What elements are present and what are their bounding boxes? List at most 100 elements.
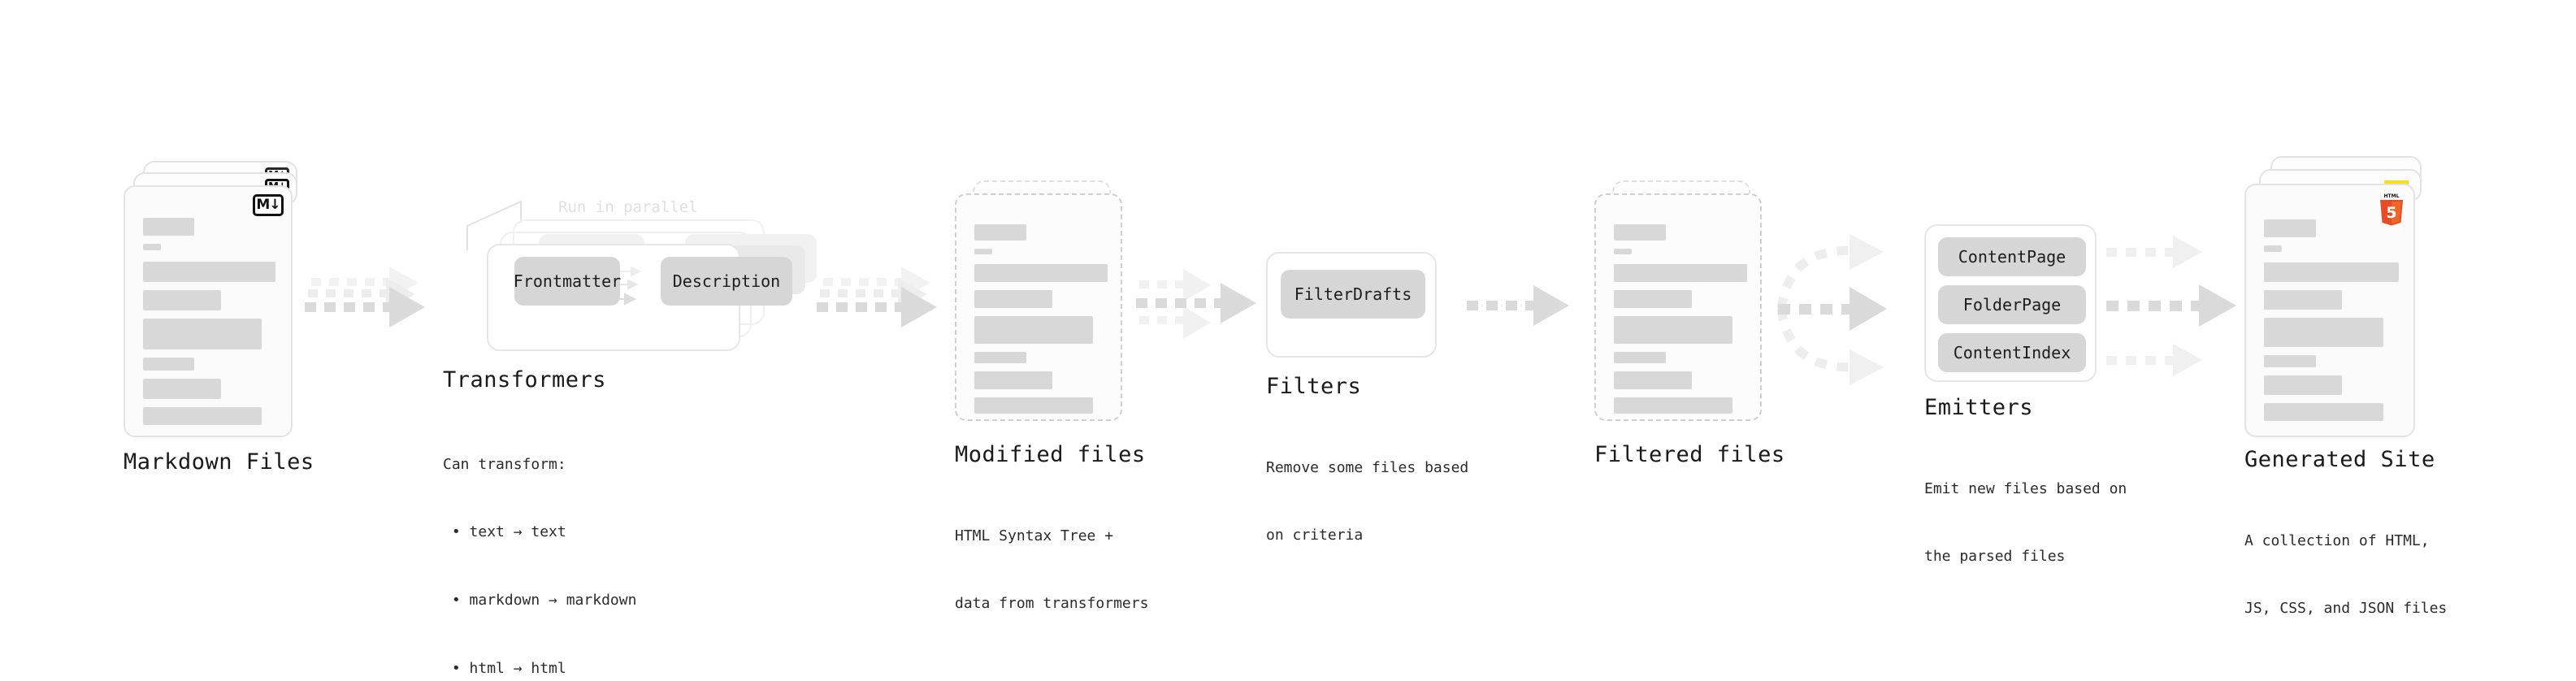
placeholder-bar — [974, 290, 1052, 308]
placeholder-bar — [2264, 245, 2282, 252]
subtitle-line: the parsed files — [1924, 548, 2066, 566]
markdown-badge: M↓ — [253, 194, 284, 216]
transformer-pill-frontmatter[interactable]: Frontmatter — [513, 257, 622, 306]
placeholder-bar — [974, 352, 1026, 363]
placeholder-bar — [1614, 371, 1692, 389]
stage-filtered-files: Filtered files — [1594, 180, 1785, 467]
run-in-parallel-label: Run in parallel — [558, 198, 698, 216]
stage-markdown-files: M↓ M↓ M↓ Markdown Files — [124, 161, 314, 475]
subtitle-line: JS, CSS, and JSON files — [2244, 600, 2448, 618]
placeholder-bar — [143, 319, 262, 349]
modified-card — [955, 193, 1122, 421]
svg-text:HTML: HTML — [2384, 193, 2400, 199]
markdown-placeholder-bars — [143, 218, 275, 433]
markdown-card-stack: M↓ M↓ M↓ — [124, 161, 310, 437]
placeholder-bar — [2264, 375, 2342, 395]
placeholder-bar — [2264, 290, 2342, 310]
placeholder-bar — [974, 371, 1052, 389]
placeholder-bar — [974, 264, 1108, 282]
stage-title-transformers: Transformers — [443, 367, 607, 393]
stage-subtitle-filters: Remove some files based on criteria — [1266, 411, 1468, 592]
placeholder-bar — [143, 379, 221, 399]
filtered-card — [1594, 193, 1762, 421]
connector-filters-to-filtered — [1467, 285, 1589, 343]
stage-title-generated-site: Generated Site — [2244, 447, 2435, 472]
placeholder-bar — [143, 262, 275, 282]
placeholder-bar — [143, 244, 161, 250]
svg-text:5: 5 — [2386, 204, 2396, 222]
stage-filters: FilterDrafts Filters Remove some files b… — [1266, 252, 1468, 544]
placeholder-bar — [2264, 403, 2383, 421]
filters-frame: FilterDrafts — [1266, 252, 1437, 358]
filtered-card-stack — [1594, 180, 1773, 440]
markdown-card: M↓ — [124, 185, 293, 437]
placeholder-bar — [2264, 262, 2399, 282]
placeholder-bar — [143, 290, 221, 310]
stage-title-filtered-files: Filtered files — [1594, 442, 1785, 467]
emitter-pill-contentpage[interactable]: ContentPage — [1938, 237, 2086, 276]
transformers-bullet: • text → text — [443, 523, 566, 541]
filtered-placeholder-bars — [1614, 224, 1747, 422]
transformers-caption: Can transform: — [443, 455, 566, 473]
modified-card-stack — [955, 180, 1134, 440]
site-card: HTML 5 — [2244, 184, 2415, 437]
placeholder-bar — [143, 218, 194, 236]
filter-pill-filterdrafts[interactable]: FilterDrafts — [1281, 270, 1425, 319]
html5-badge: HTML 5 — [2378, 192, 2405, 226]
placeholder-bar — [974, 249, 992, 254]
filter-pill-label: FilterDrafts — [1294, 284, 1412, 304]
subtitle-line: Emit new files based on — [1924, 479, 2127, 497]
emitter-pill-label: ContentPage — [1958, 247, 2066, 267]
stage-emitters: ContentPage FolderPage ContentIndex Emit… — [1924, 224, 2127, 565]
subtitle-line: A collection of HTML, — [2244, 531, 2430, 549]
subtitle-line: on criteria — [1266, 527, 1364, 544]
transformers-bullet: • markdown → markdown — [443, 592, 637, 609]
emitter-pill-contentindex[interactable]: ContentIndex — [1938, 333, 2086, 372]
transformer-pill-label: Frontmatter — [513, 271, 622, 291]
stage-modified-files: Modified files HTML Syntax Tree + data f… — [955, 180, 1148, 612]
connector-transformers-to-modified — [817, 267, 947, 349]
connector-filtered-to-emitters — [1776, 228, 1920, 390]
stage-title-markdown-files: Markdown Files — [124, 449, 314, 475]
subtitle-line: Remove some files based — [1266, 458, 1469, 476]
placeholder-bar — [974, 316, 1093, 344]
placeholder-bar — [1614, 316, 1733, 344]
emitters-frame: ContentPage FolderPage ContentIndex — [1924, 224, 2097, 382]
subtitle-line: data from transformers — [955, 595, 1149, 613]
transformers-bullet: • html → html — [443, 659, 566, 677]
site-card-stack: CSS HTML 5 — [2244, 156, 2439, 440]
placeholder-bar — [2264, 219, 2316, 237]
placeholder-bar — [1614, 397, 1733, 414]
subtitle-line: HTML Syntax Tree + — [955, 527, 1114, 544]
connector-modified-to-filters — [1136, 269, 1266, 354]
transformer-pill-description[interactable]: Description — [661, 257, 792, 306]
modified-placeholder-bars — [974, 224, 1108, 422]
stage-subtitle-modified-files: HTML Syntax Tree + data from transformer… — [955, 479, 1148, 661]
transformer-pill-label: Description — [672, 271, 781, 291]
connector-emitters-to-site — [2106, 236, 2257, 390]
emitter-pill-label: FolderPage — [1962, 295, 2062, 314]
run-in-parallel-bracket — [458, 187, 555, 252]
stage-title-modified-files: Modified files — [955, 442, 1146, 467]
stage-title-emitters: Emitters — [1924, 395, 2034, 420]
stage-subtitle-emitters: Emit new files based on the parsed files — [1924, 432, 2127, 614]
placeholder-bar — [1614, 249, 1632, 254]
placeholder-bar — [1614, 224, 1666, 241]
emitter-pill-label: ContentIndex — [1953, 343, 2071, 362]
placeholder-bar — [974, 397, 1093, 414]
stage-subtitle-transformers: Can transform: • text → text • markdown … — [443, 408, 636, 681]
placeholder-bar — [1614, 290, 1692, 308]
placeholder-bar — [2264, 318, 2383, 347]
placeholder-bar — [2264, 355, 2316, 367]
placeholder-bar — [1614, 264, 1747, 282]
stage-title-filters: Filters — [1266, 374, 1362, 399]
placeholder-bar — [974, 224, 1026, 241]
placeholder-bar — [143, 407, 262, 425]
connector-markdown-to-transformers — [305, 267, 435, 349]
placeholder-bar — [143, 358, 194, 371]
emitter-pill-folderpage[interactable]: FolderPage — [1938, 285, 2086, 324]
stage-generated-site: CSS HTML 5 — [2244, 156, 2447, 617]
placeholder-bar — [1614, 352, 1666, 363]
stage-subtitle-generated-site: A collection of HTML, JS, CSS, and JSON … — [2244, 484, 2447, 666]
